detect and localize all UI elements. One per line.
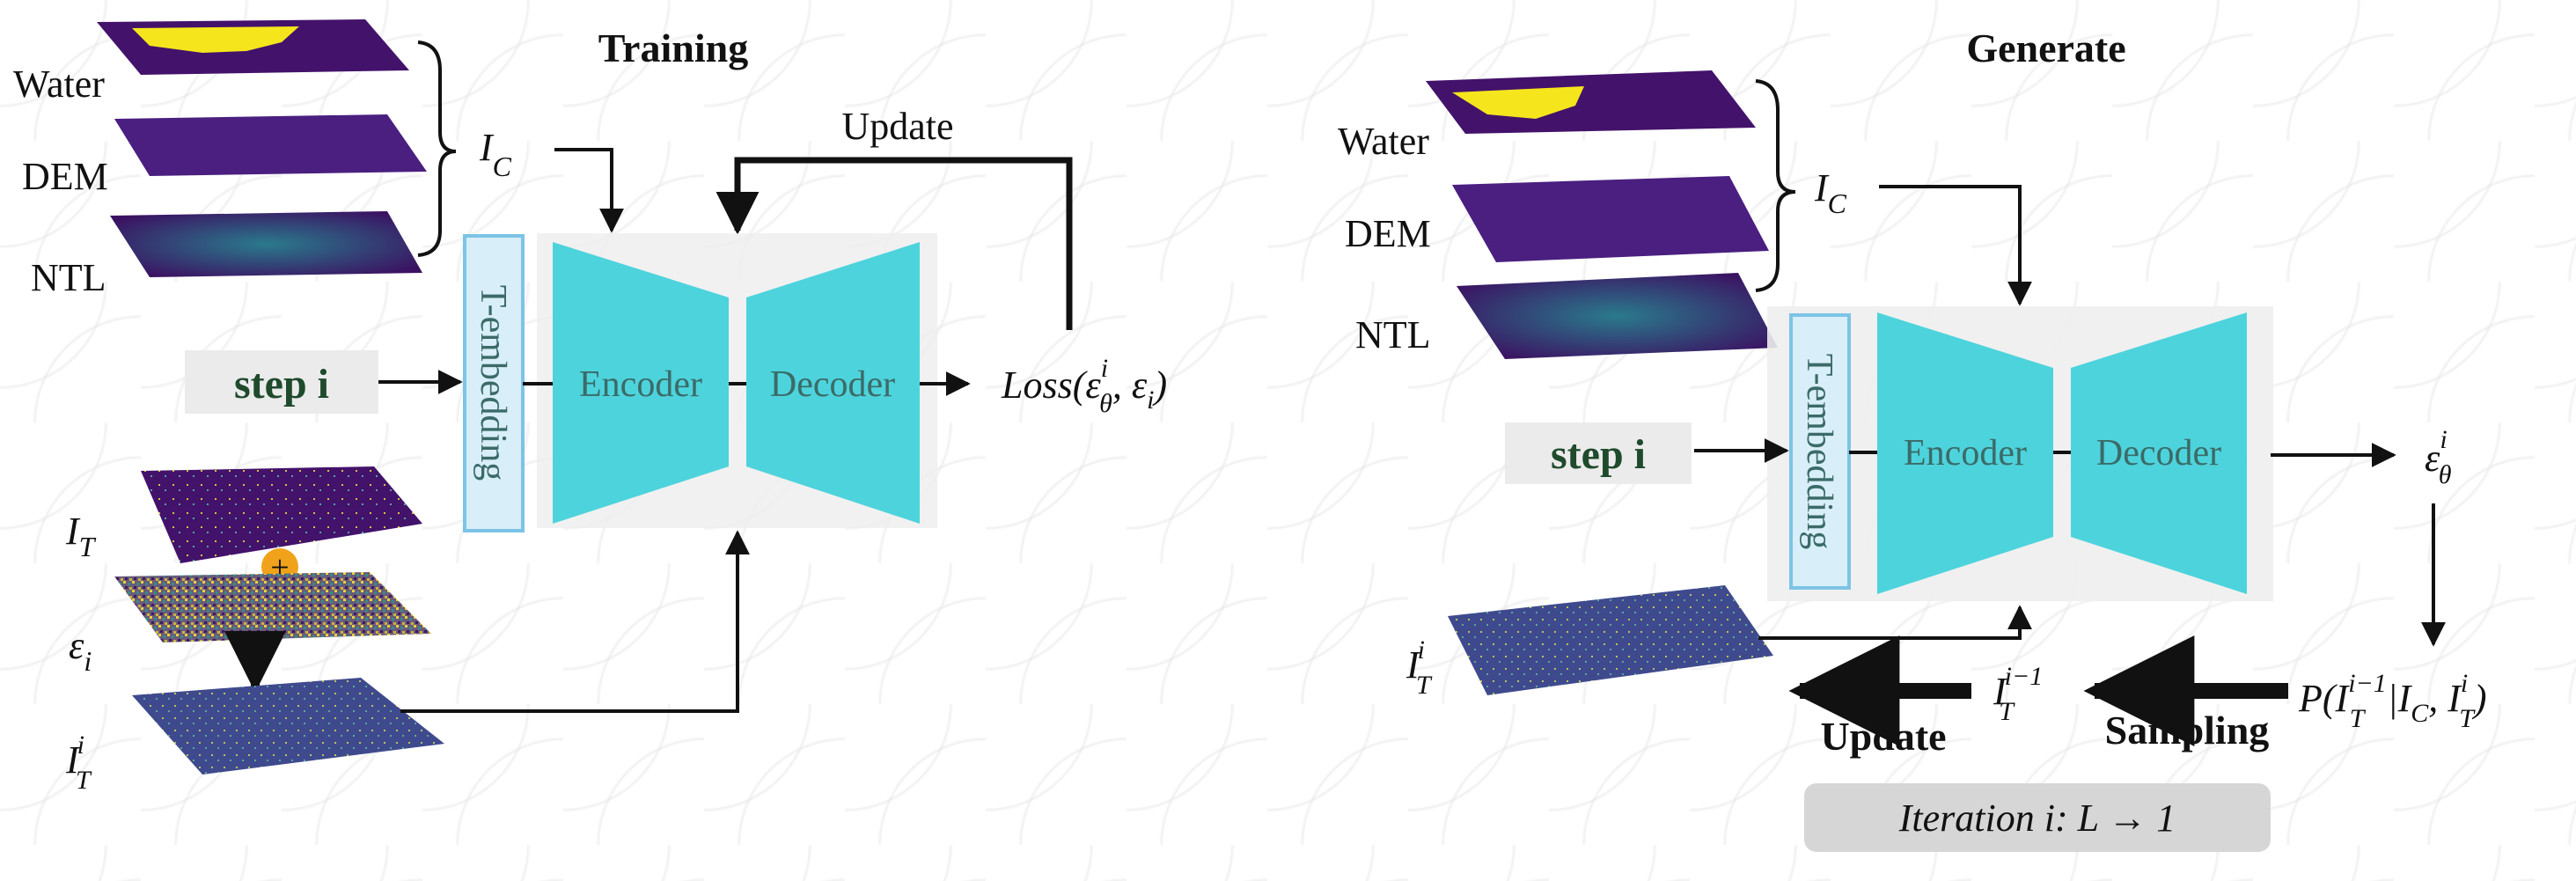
generate-sampling-label: Sampling <box>2105 708 2270 753</box>
training-ntl-label: NTL <box>31 256 106 299</box>
training-t-embedding-box <box>463 234 525 532</box>
generate-ic-label: IC <box>1814 166 1847 219</box>
generate-dem-map <box>1452 176 1769 262</box>
training-dem-label: DEM <box>22 155 108 198</box>
training-ic-label: IC <box>479 126 512 182</box>
generate-decoder <box>2071 312 2247 594</box>
generate-dem-label: DEM <box>1345 212 1431 255</box>
generate-ntl-map <box>1457 273 1778 359</box>
training-noisy-arrow <box>400 530 750 713</box>
generate-noisy-map <box>1448 585 1773 695</box>
training-decoder <box>746 242 920 524</box>
training-decoder-label: Decoder <box>770 364 895 405</box>
generate-water-label: Water <box>1338 120 1429 163</box>
generate-condition-brace <box>1755 79 1796 292</box>
generate-update-label: Update <box>1820 714 1946 759</box>
generate-t-embedding-box <box>1789 313 1851 590</box>
generate-decoder-label: Decoder <box>2096 433 2221 474</box>
training-update-arrow <box>716 157 1073 330</box>
generate-water-map <box>1426 70 1756 134</box>
generate-step-box <box>1505 422 1692 484</box>
generate-step-label: step i <box>1551 431 1646 478</box>
training-water-label: Water <box>13 62 105 106</box>
training-step-box <box>185 350 378 414</box>
training-noise-map <box>114 572 431 642</box>
training-dem-map <box>114 114 427 176</box>
training-target-map <box>141 466 422 563</box>
training-condition-brace <box>417 40 457 257</box>
generate-iteration-label: Iteration i: L → 1 <box>1898 797 2176 840</box>
generate-ntl-label: NTL <box>1355 313 1431 356</box>
generate-noisy-arrow <box>1758 605 2032 640</box>
generate-iteration-box <box>1804 783 2271 852</box>
training-step-label: step i <box>234 361 329 407</box>
training-title: Training <box>598 26 748 70</box>
generate-title: Generate <box>1966 26 2125 70</box>
training-encoder-label: Encoder <box>579 364 702 405</box>
generate-ic-arrow <box>1879 185 2032 306</box>
generate-encoder <box>1877 312 2053 594</box>
generate-encoder-label: Encoder <box>1904 433 2027 474</box>
training-encoder <box>553 242 729 524</box>
training-water-map <box>97 19 409 75</box>
training-target-label: IT <box>65 510 97 562</box>
training-ic-arrow <box>554 148 624 233</box>
training-t-embedding-label: T-embedding <box>473 285 513 481</box>
generate-t-embedding-label: T-embedding <box>1799 354 1839 549</box>
training-update-label: Update <box>841 105 953 148</box>
training-noisy-map <box>132 678 444 775</box>
training-noise-label: εi <box>69 624 92 677</box>
training-ntl-map <box>110 211 422 277</box>
